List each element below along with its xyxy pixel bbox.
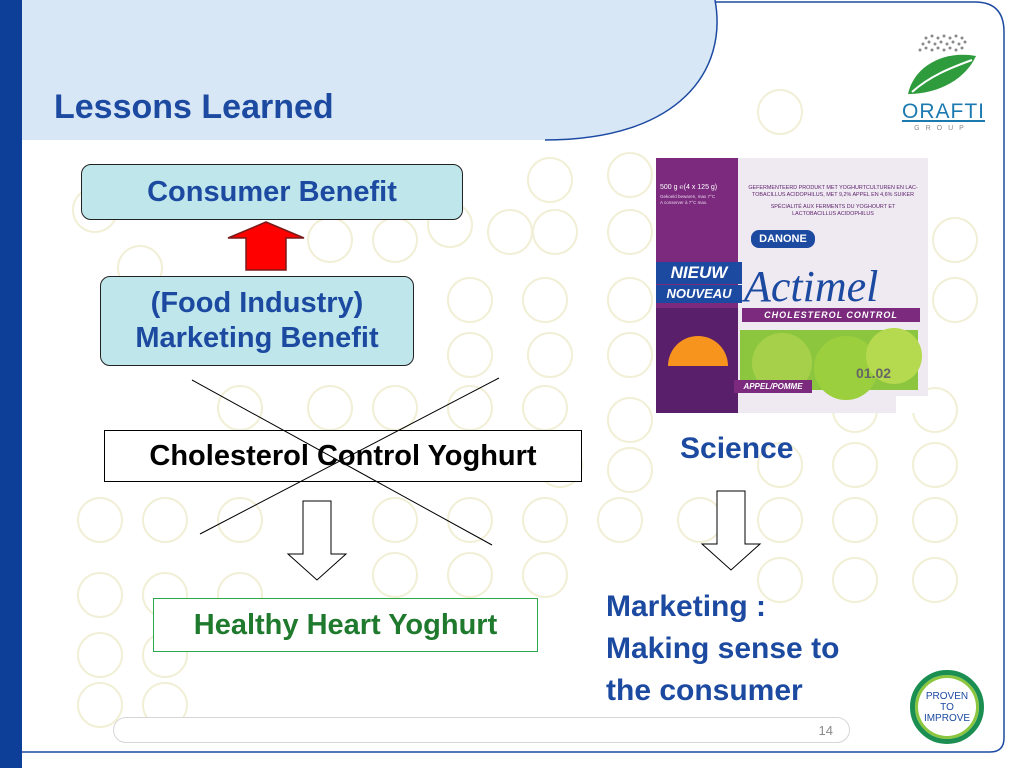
marketing-benefit-line1: (Food Industry) bbox=[150, 287, 364, 320]
product-date: 01.02 bbox=[856, 365, 892, 381]
consumer-benefit-box: Consumer Benefit bbox=[81, 164, 463, 220]
header-band bbox=[22, 0, 718, 140]
badge-line1: PROVEN bbox=[925, 690, 969, 702]
nieuw-label: NIEUW bbox=[656, 262, 742, 284]
logo-group-text: GROUP bbox=[914, 125, 970, 132]
product-subtitle: CHOLESTEROL CONTROL bbox=[742, 308, 920, 322]
product-artwork bbox=[656, 158, 928, 413]
product-storage: Gekoeld bewaren, max 7°C A conserver à 7… bbox=[660, 194, 716, 205]
proven-to-improve-badge: PROVEN TO IMPROVE bbox=[910, 670, 984, 744]
actimel-product-image: 500 g ℮(4 x 125 g) Gekoeld bewaren, max … bbox=[656, 158, 928, 413]
product-weight: 500 g ℮(4 x 125 g) bbox=[660, 184, 718, 191]
consumer-benefit-label: Consumer Benefit bbox=[147, 175, 397, 208]
slide-frame-line bbox=[22, 1, 1005, 753]
product-flavour: APPEL/POMME bbox=[734, 380, 812, 393]
actimel-product-name: Actimel bbox=[744, 262, 879, 311]
healthy-heart-label: Healthy Heart Yoghurt bbox=[193, 608, 498, 641]
marketing-line2: Making sense to bbox=[606, 632, 840, 665]
left-accent-bar bbox=[0, 0, 22, 768]
slide-number: 14 bbox=[818, 723, 833, 738]
product-description-fr: SPÉCIALITÉ AUX FERMENTS DU YOGHOURT ET L… bbox=[770, 204, 896, 217]
marketing-description: Marketing : Making sense to the consumer bbox=[606, 586, 839, 712]
marketing-benefit-line2: Marketing Benefit bbox=[135, 322, 379, 354]
slide-number-bar: 14 bbox=[113, 717, 850, 743]
marketing-benefit-box: (Food Industry) Marketing Benefit bbox=[100, 276, 414, 366]
healthy-heart-box: Healthy Heart Yoghurt bbox=[153, 598, 538, 652]
science-label: Science bbox=[680, 432, 794, 465]
down-arrow-left-icon bbox=[286, 500, 348, 581]
cholesterol-control-label: Cholesterol Control Yoghurt bbox=[149, 439, 537, 472]
page-title: Lessons Learned bbox=[54, 88, 334, 126]
badge-line2: TO bbox=[940, 701, 954, 713]
marketing-line1: Marketing : bbox=[606, 590, 767, 623]
cholesterol-control-box: Cholesterol Control Yoghurt bbox=[104, 430, 582, 482]
marketing-line3: the consumer bbox=[606, 674, 803, 707]
product-description-nl: GEFERMENTEERD PRODUKT MET YOGHURTCULTURE… bbox=[748, 185, 918, 198]
badge-line3: IMPROVE bbox=[923, 712, 971, 724]
logo-brand-text: ORAFTI bbox=[902, 100, 985, 123]
nouveau-label: NOUVEAU bbox=[656, 285, 742, 303]
down-arrow-right-icon bbox=[700, 490, 762, 571]
header-band-edge bbox=[544, 0, 718, 141]
orafti-logo: ORAFTI GROUP bbox=[896, 28, 990, 140]
danone-brand-badge: DANONE bbox=[751, 230, 815, 248]
up-arrow-icon bbox=[227, 221, 305, 271]
leaf-logo-icon bbox=[908, 34, 976, 94]
